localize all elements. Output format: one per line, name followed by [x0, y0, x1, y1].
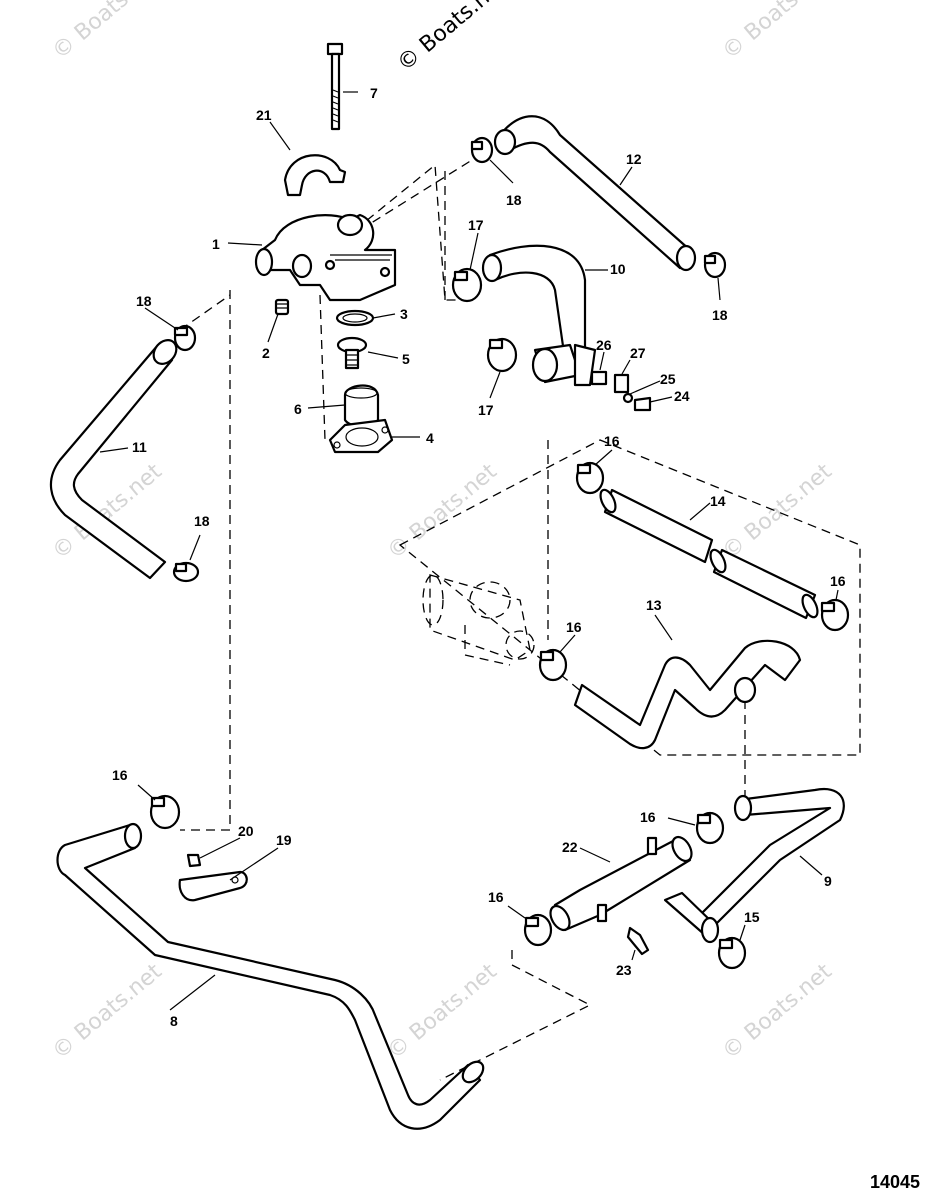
callout-24: 24 — [674, 388, 690, 404]
callout-1: 1 — [212, 236, 220, 252]
hose-10 — [481, 244, 597, 387]
copyright-notice: © Boats.net — [393, 0, 512, 77]
callout-9: 9 — [824, 873, 832, 889]
hose-12 — [493, 115, 697, 272]
callout-18: 18 — [712, 307, 728, 323]
thermostat-5 — [336, 336, 368, 370]
callout-16: 16 — [488, 889, 504, 905]
screw-23 — [626, 926, 650, 956]
callout-27: 27 — [630, 345, 646, 361]
washer-25 — [622, 392, 634, 404]
nut-20 — [186, 853, 202, 868]
callout-16: 16 — [640, 809, 656, 825]
callout-18: 18 — [194, 513, 210, 529]
watermark: © Boats.net — [718, 0, 837, 65]
clamp-16 — [523, 913, 553, 947]
callout-12: 12 — [626, 151, 642, 167]
watermark: © Boats.net — [718, 959, 837, 1065]
callout-2: 2 — [262, 345, 270, 361]
tee-22 — [549, 835, 693, 932]
callout-19: 19 — [276, 832, 292, 848]
callout-6: 6 — [294, 401, 302, 417]
callout-4: 4 — [426, 430, 434, 446]
clamp-17 — [451, 267, 483, 303]
clamp-16 — [538, 648, 568, 682]
clamp-16 — [820, 598, 850, 632]
hose-9 — [663, 787, 845, 944]
callout-14: 14 — [710, 493, 726, 509]
callout-3: 3 — [400, 306, 408, 322]
plug-2 — [274, 298, 290, 316]
clamps — [149, 136, 850, 970]
sleeve-6 — [343, 384, 380, 428]
hose-13 — [573, 639, 802, 750]
fitting-24 — [633, 396, 652, 412]
callout-23: 23 — [616, 962, 632, 978]
callout-17: 17 — [468, 217, 484, 233]
watermark: © Boats.net — [383, 959, 502, 1065]
callout-10: 10 — [610, 261, 626, 277]
fitting-27 — [613, 373, 630, 394]
callout-16: 16 — [112, 767, 128, 783]
callout-13: 13 — [646, 597, 662, 613]
callout-26: 26 — [596, 337, 612, 353]
clamp-16 — [575, 461, 605, 495]
callout-21: 21 — [256, 107, 272, 123]
callout-17: 17 — [478, 402, 494, 418]
callout-labels: 7 21 1 2 3 5 6 4 18 18 11 12 18 18 17 17… — [112, 85, 846, 1029]
thermostat-housing-1 — [254, 213, 397, 302]
clamp-16 — [695, 811, 725, 845]
callout-22: 22 — [562, 839, 578, 855]
heat-exchanger — [422, 574, 535, 666]
strap-19 — [178, 870, 248, 902]
hose-14 — [599, 488, 819, 620]
callout-16: 16 — [604, 433, 620, 449]
bolt-7 — [326, 42, 344, 131]
watermark: © Boats.net — [48, 959, 167, 1065]
clamp-18 — [470, 136, 494, 164]
leader-lines — [99, 91, 839, 1011]
gasket-4 — [328, 418, 394, 454]
watermark: © Boats.net — [383, 459, 502, 565]
callout-8: 8 — [170, 1013, 178, 1029]
callout-16: 16 — [830, 573, 846, 589]
callout-16: 16 — [566, 619, 582, 635]
callout-7: 7 — [370, 85, 378, 101]
callout-18: 18 — [506, 192, 522, 208]
callout-20: 20 — [238, 823, 254, 839]
bracket-21 — [283, 154, 347, 197]
callout-5: 5 — [402, 351, 410, 367]
callout-25: 25 — [660, 371, 676, 387]
callout-18: 18 — [136, 293, 152, 309]
hose-8 — [56, 822, 485, 1130]
figure-number: 14045 — [870, 1172, 920, 1192]
callout-15: 15 — [744, 909, 760, 925]
watermark: © Boats.net — [48, 0, 167, 65]
clamp-16 — [149, 794, 181, 830]
clamp-18 — [173, 324, 197, 352]
fitting-26 — [590, 370, 608, 386]
assembly-lines — [179, 154, 861, 1081]
watermark: © Boats.net — [718, 459, 837, 565]
clamp-17 — [486, 337, 518, 373]
clamp-18 — [172, 561, 200, 583]
clamp-18 — [703, 251, 727, 279]
clamp-15 — [717, 936, 747, 970]
hose-11 — [49, 339, 178, 580]
callout-11: 11 — [132, 439, 147, 455]
